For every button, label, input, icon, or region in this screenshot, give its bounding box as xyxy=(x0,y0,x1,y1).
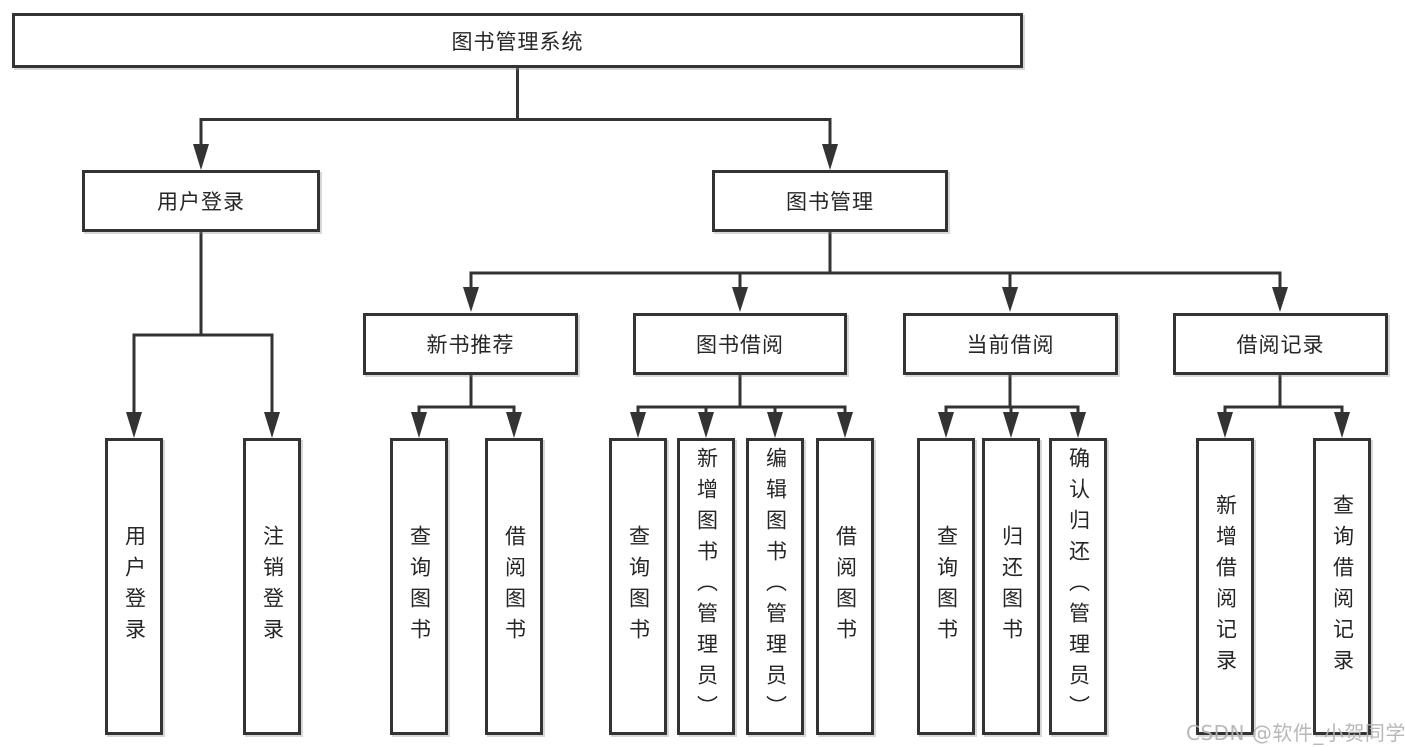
node-label: 图书管理系统 xyxy=(451,29,584,54)
node-root: 图书管理系统 xyxy=(12,13,1023,68)
arrowhead xyxy=(837,412,853,438)
arrowhead xyxy=(411,412,427,438)
leaf-add-book: 新增图书（管理员） xyxy=(677,438,735,735)
node-label: 图书管理 xyxy=(786,190,874,214)
node-label: 借阅图书 xyxy=(502,524,527,649)
node-label: 用户登录 xyxy=(157,190,245,214)
node-label: 新书推荐 xyxy=(426,333,515,357)
arrowhead xyxy=(264,412,280,438)
arrowhead xyxy=(698,412,714,438)
arrowhead xyxy=(506,412,522,438)
junction-new-book-rec xyxy=(411,375,522,438)
leaf-return-book: 归还图书 xyxy=(982,438,1040,735)
leaf-user-login: 用户登录 xyxy=(105,438,163,735)
leaf-add-record: 新增借阅记录 xyxy=(1196,438,1254,735)
leaf-logout: 注销登录 xyxy=(243,438,301,735)
csdn-watermark: CSDN @软件_小贺同学 xyxy=(1186,721,1405,745)
junction-user-login xyxy=(126,232,280,438)
arrowhead xyxy=(1334,412,1350,438)
node-label: 当前借阅 xyxy=(966,333,1055,357)
node-label: 借阅图书 xyxy=(833,524,858,649)
node-borrow-records: 借阅记录 xyxy=(1173,313,1388,375)
node-user-login: 用户登录 xyxy=(82,170,320,232)
node-label: 借阅记录 xyxy=(1236,333,1325,357)
node-label: 查询借阅记录 xyxy=(1330,493,1355,680)
leaf-borrow-book-2: 借阅图书 xyxy=(816,438,874,735)
node-new-book-rec: 新书推荐 xyxy=(363,313,578,375)
arrowhead xyxy=(463,287,479,312)
leaf-borrow-book-1: 借阅图书 xyxy=(485,438,543,735)
junction-borrow-records xyxy=(1217,375,1350,438)
arrowhead xyxy=(1003,412,1019,438)
node-label: 编辑图书（管理员） xyxy=(763,447,788,726)
arrowhead xyxy=(1217,412,1233,438)
node-label: 新增图书（管理员） xyxy=(694,447,719,726)
arrowhead xyxy=(126,412,142,438)
arrowhead xyxy=(938,412,954,438)
leaf-query-record: 查询借阅记录 xyxy=(1313,438,1371,735)
node-book-mgmt: 图书管理 xyxy=(712,170,948,232)
junction-current-borrow xyxy=(938,375,1086,438)
node-label: 图书借阅 xyxy=(696,333,784,357)
node-label: 用户登录 xyxy=(122,524,147,649)
node-book-borrow: 图书借阅 xyxy=(633,313,847,375)
arrowhead xyxy=(767,412,783,438)
node-label: 查询图书 xyxy=(934,524,959,649)
junction-root xyxy=(193,68,838,170)
leaf-confirm-return: 确认归还（管理员） xyxy=(1049,438,1107,735)
node-label: 查询图书 xyxy=(407,524,432,649)
node-label: 归还图书 xyxy=(999,524,1024,649)
arrowhead xyxy=(1070,412,1086,438)
leaf-edit-book: 编辑图书（管理员） xyxy=(746,438,804,735)
arrowhead xyxy=(822,144,838,170)
node-label: 确认归还（管理员） xyxy=(1066,447,1091,726)
junction-book-mgmt xyxy=(463,232,1288,312)
arrowhead xyxy=(193,144,209,170)
leaf-query-book-1: 查询图书 xyxy=(390,438,448,735)
node-label: 注销登录 xyxy=(260,524,285,649)
junction-book-borrow xyxy=(630,375,853,438)
node-current-borrow: 当前借阅 xyxy=(903,313,1118,375)
arrowhead xyxy=(732,287,748,312)
arrowhead xyxy=(630,412,646,438)
node-label: 新增借阅记录 xyxy=(1213,493,1238,680)
leaf-query-book-2: 查询图书 xyxy=(609,438,667,735)
arrowhead xyxy=(1002,287,1018,312)
leaf-query-book-3: 查询图书 xyxy=(917,438,975,735)
arrowhead xyxy=(1272,287,1288,312)
node-label: 查询图书 xyxy=(626,524,651,649)
